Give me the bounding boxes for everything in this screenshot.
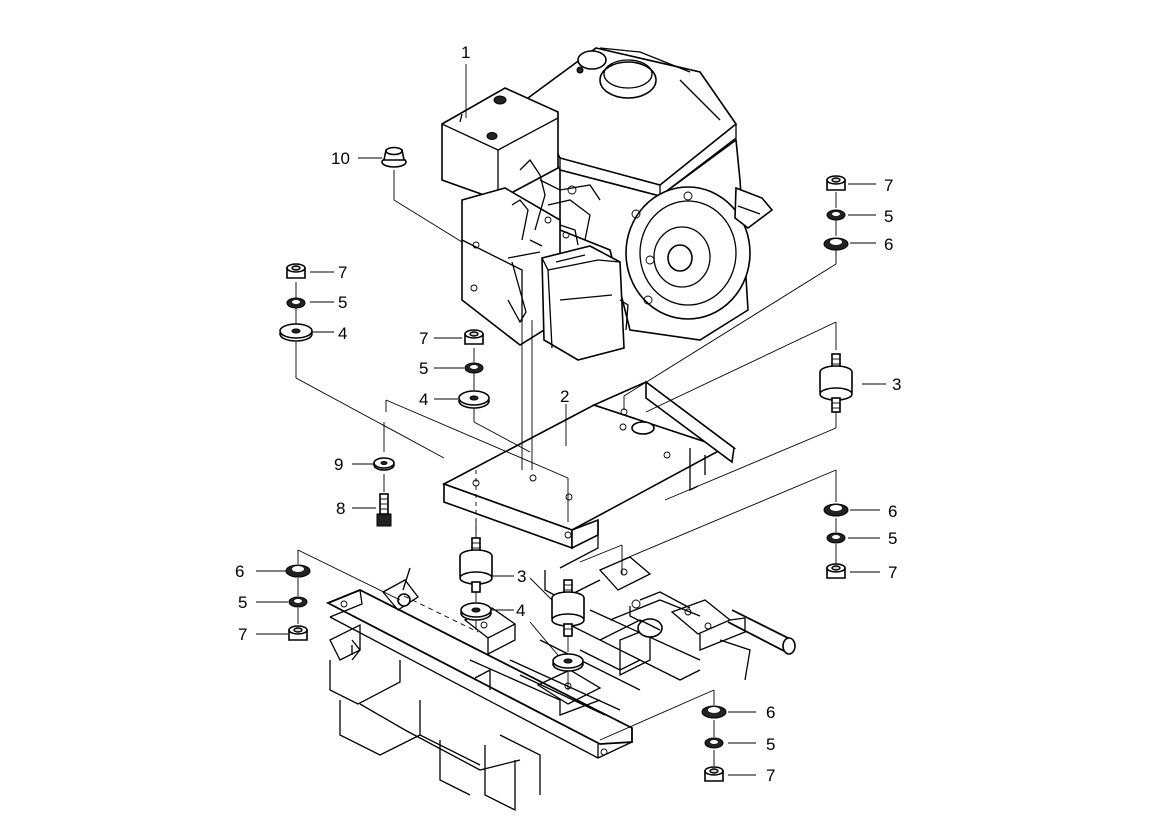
callout-5-center: 5 — [419, 359, 428, 378]
rubber-mount-3-center — [551, 579, 585, 637]
washer-5-left — [288, 596, 308, 608]
callout-9: 9 — [334, 455, 343, 474]
nut-7-left — [288, 625, 308, 641]
callout-10: 10 — [331, 149, 350, 168]
washer-6-left — [285, 564, 311, 578]
callout-4-center: 4 — [419, 390, 428, 409]
callout-7-left: 7 — [238, 625, 247, 644]
washer-4-topleft — [279, 323, 313, 342]
washer-6-right — [823, 503, 849, 517]
washer-5-center — [464, 362, 484, 374]
callout-5-topright: 5 — [884, 207, 893, 226]
chassis-frame — [325, 556, 796, 812]
callout-labels: 1 2 3 3 4 4 4 5 5 5 5 5 5 6 6 6 6 7 7 7 … — [235, 43, 901, 785]
callout-8: 8 — [336, 499, 345, 518]
callout-6-bottomright: 6 — [766, 703, 775, 722]
callout-4-topleft: 4 — [338, 324, 347, 343]
callout-7-bottomright: 7 — [766, 766, 775, 785]
callout-7-topleft: 7 — [338, 263, 347, 282]
nut-7-center — [464, 329, 484, 345]
callout-5-right: 5 — [888, 529, 897, 548]
engine-mount-bracket — [442, 380, 737, 569]
rubber-mount-3-left — [459, 537, 493, 593]
callout-1: 1 — [461, 43, 470, 62]
nut-7-bottomright — [704, 766, 724, 782]
washer-5-bottomright — [704, 737, 724, 749]
callout-5-bottomright: 5 — [766, 735, 775, 754]
leader-lines — [256, 64, 886, 776]
bolt-8 — [376, 493, 392, 527]
callout-6-left: 6 — [235, 562, 244, 581]
washer-5-right — [826, 532, 846, 544]
washer-5-topright — [826, 209, 846, 221]
callout-5-left: 5 — [238, 593, 247, 612]
engine — [441, 47, 774, 361]
callout-7-center: 7 — [419, 329, 428, 348]
callout-3-right: 3 — [892, 375, 901, 394]
nut-7-topleft — [286, 263, 306, 279]
callout-3-left: 3 — [517, 567, 526, 586]
callout-2: 2 — [560, 387, 569, 406]
callout-5-topleft: 5 — [338, 293, 347, 312]
washer-4-lowerleft — [460, 602, 492, 621]
flange-nut-10 — [381, 146, 407, 168]
callout-7-topright: 7 — [884, 176, 893, 195]
hardware — [279, 146, 853, 782]
callout-7-right: 7 — [888, 563, 897, 582]
washer-4-center — [458, 390, 490, 409]
washer-6-bottomright — [701, 705, 727, 719]
nut-7-right — [826, 563, 846, 579]
callout-4-lower: 4 — [516, 601, 525, 620]
washer-9 — [373, 457, 395, 471]
washer-5-topleft — [286, 297, 306, 309]
callout-6-right: 6 — [888, 502, 897, 521]
washer-4-lowercenter — [552, 653, 584, 672]
nut-7-topright — [826, 175, 846, 191]
rubber-mount-3-right — [819, 353, 853, 413]
callout-6-topright: 6 — [884, 235, 893, 254]
washer-6-topright — [823, 237, 849, 251]
